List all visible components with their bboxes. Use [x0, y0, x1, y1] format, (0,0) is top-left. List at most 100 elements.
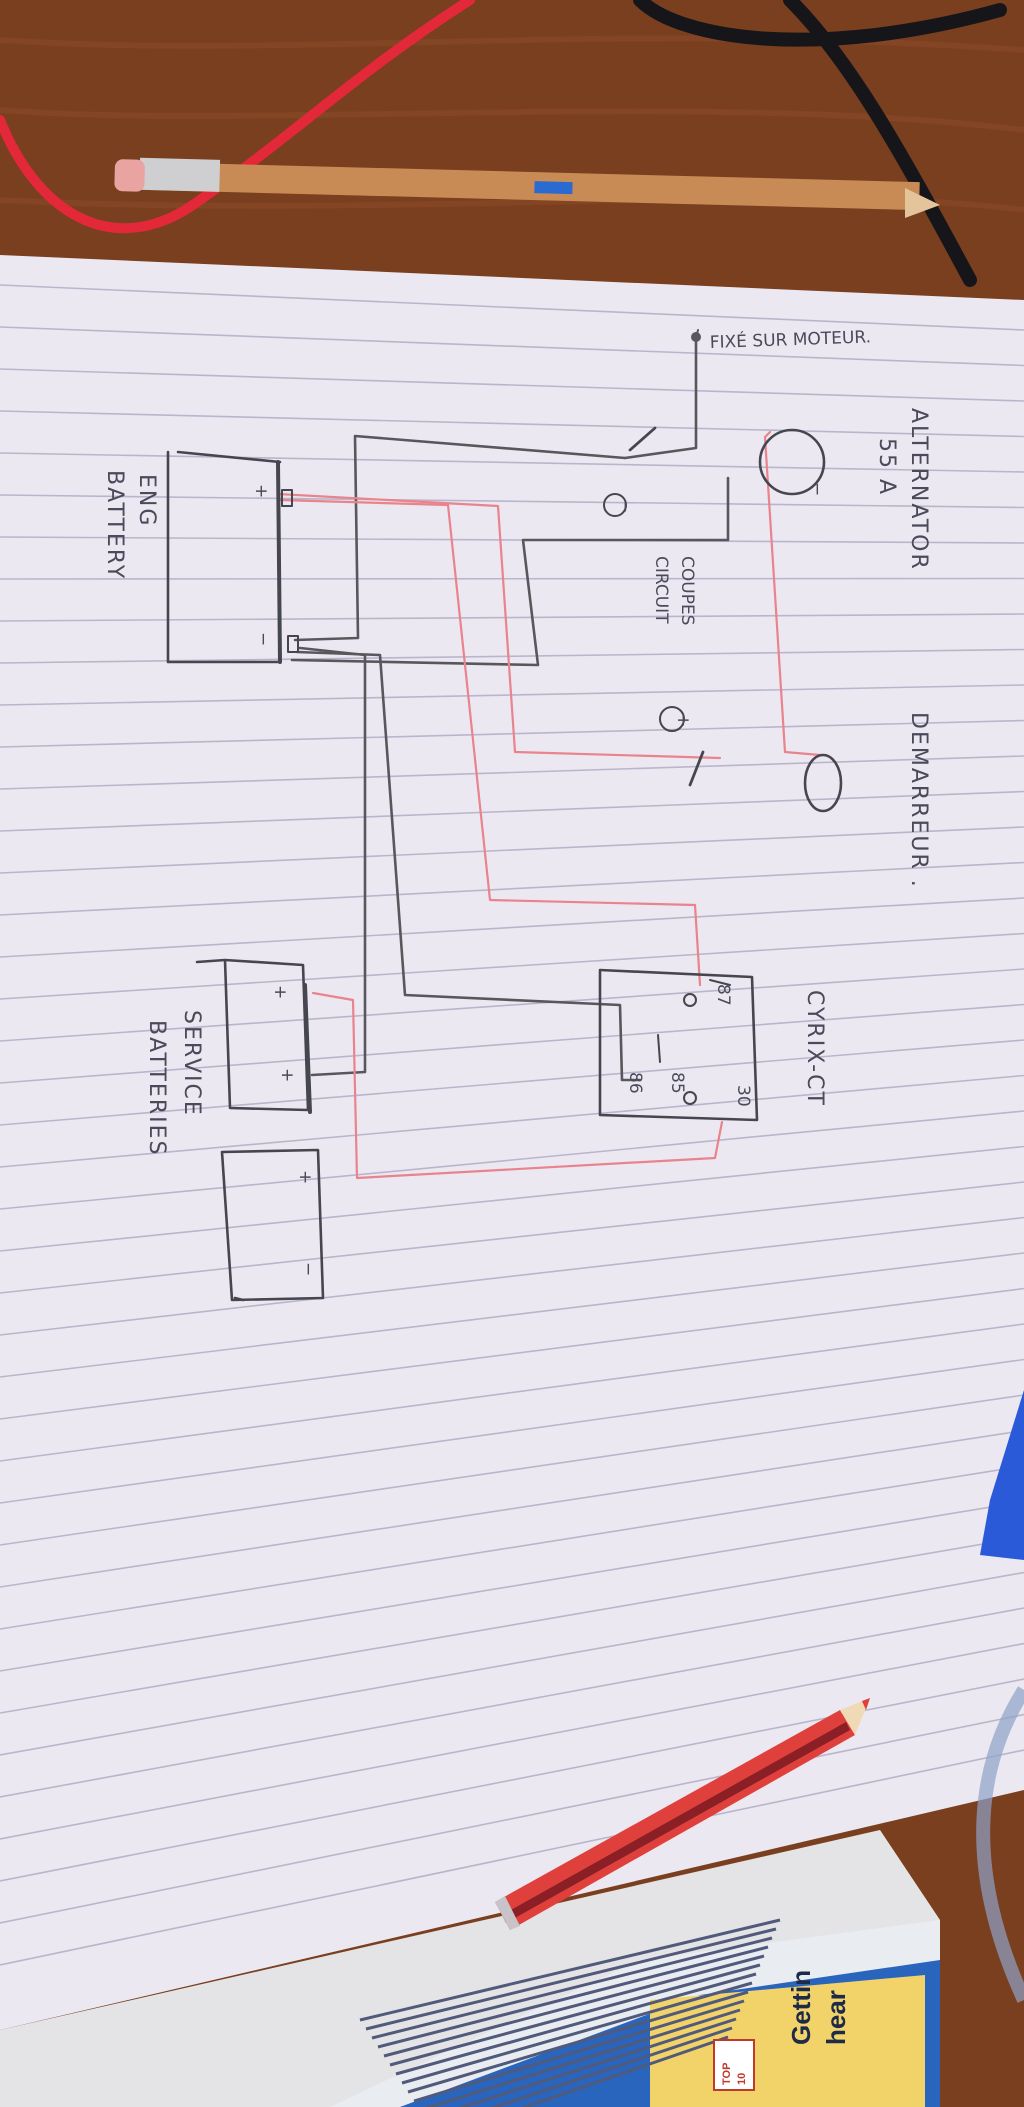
- cutoff-switch-negative: [628, 426, 657, 452]
- ruled-line: [0, 1358, 1024, 1504]
- ruled-line: [0, 1003, 1024, 1084]
- wire-eng-minus-to-service-minus: [298, 646, 367, 1077]
- ruled-line: [0, 968, 1024, 1042]
- book-page-edge: [413, 1999, 745, 2103]
- label-cutoff-line-2: CIRCUIT: [651, 556, 671, 624]
- ruled-line: [0, 932, 1024, 1000]
- label-service-2-plus: +: [295, 1170, 315, 1184]
- label-eng-battery-line-2: BATTERY: [102, 470, 127, 580]
- label-service-batteries-line-1: SERVICE: [179, 1010, 204, 1117]
- book-page-edge: [424, 2008, 741, 2107]
- ruled-lines: [0, 284, 1024, 1966]
- ruled-line: [0, 1039, 1024, 1126]
- book-page-edge: [407, 1990, 749, 2094]
- cutoff-switch-positive: [688, 750, 705, 787]
- label-alternator-minus: −: [807, 482, 827, 496]
- ruled-line: [0, 1181, 1024, 1294]
- book-page-edge: [458, 2017, 737, 2107]
- engine-ground-leader: [695, 329, 699, 339]
- wire-eng-plus-to-starter-switch: [276, 492, 722, 760]
- label-eng-battery-line-1: ENG: [134, 474, 159, 527]
- negative-wires: [290, 336, 730, 1082]
- wire-eng-plus-to-relay-87: [278, 498, 702, 987]
- wire-eng-minus-to-relay-85: [295, 650, 642, 1082]
- label-starter: DEMARREUR .: [906, 712, 931, 889]
- book-page-edge: [371, 1936, 773, 2040]
- ruled-line: [0, 1394, 1024, 1546]
- book-title-line-2: hear: [821, 1990, 851, 2045]
- wire-relay-30-to-service-plus: [311, 991, 724, 1180]
- positive-wires: [276, 430, 822, 1180]
- book-badge-number: 10: [736, 2073, 748, 2085]
- ruled-line: [0, 1323, 1024, 1462]
- book-page-edge: [490, 2026, 733, 2107]
- ruled-line: [0, 826, 1024, 874]
- book-page-edge: [520, 2035, 729, 2107]
- label-eng-battery-minus: −: [253, 632, 273, 646]
- ruled-line: [0, 1465, 1024, 1630]
- ruled-line: [0, 1642, 1024, 1840]
- ruled-line: [0, 536, 1024, 544]
- ruled-line: [0, 1749, 1024, 1966]
- black-cable: [633, 0, 1007, 287]
- ruled-line: [0, 1110, 1024, 1210]
- ruled-line: [0, 719, 1024, 748]
- service-battery-1: [195, 958, 312, 1114]
- book-badge: [713, 2039, 755, 2091]
- label-relay-pin-87: 87: [713, 984, 733, 1006]
- wire-engine-ground-to-switch: [623, 336, 698, 460]
- cyrix-relay: [598, 968, 759, 1122]
- wiring-diagram: [166, 329, 843, 1302]
- book-page-edge: [389, 1963, 761, 2067]
- ruled-line: [0, 1074, 1024, 1168]
- blue-clip: [980, 1390, 1024, 1560]
- ruled-line: [0, 326, 1024, 367]
- ruled-line: [0, 1145, 1024, 1252]
- ruled-line: [0, 613, 1024, 622]
- label-service-1-minus: +: [277, 1068, 297, 1082]
- book: Gettin hear TOP 10: [0, 1830, 940, 2107]
- ruled-line: [0, 1500, 1024, 1672]
- label-relay-pin-85: 85: [667, 1072, 687, 1094]
- engine-battery: [166, 450, 299, 664]
- label-relay-pin-30: 30: [733, 1085, 753, 1107]
- cutoff-positive-marker: [659, 706, 685, 732]
- alternator-symbol: [758, 428, 826, 496]
- book-badge-top: TOP: [721, 2063, 733, 2085]
- wire-alternator-plus-to-starter: [763, 430, 822, 757]
- wire-alternator-minus-loop: [290, 476, 730, 667]
- ruled-line: [0, 755, 1024, 790]
- label-cutoff-line-1: COUPES: [677, 556, 697, 625]
- ruled-line: [0, 1287, 1024, 1420]
- service-battery-2: [220, 1148, 325, 1302]
- label-alternator-rating: 55 A: [874, 438, 899, 496]
- book-page-edge: [395, 1972, 757, 2076]
- red-pencil: [495, 1698, 870, 1930]
- ruled-line: [0, 1607, 1024, 1798]
- book-page-edge: [377, 1945, 769, 2049]
- book-page-edge: [359, 1918, 781, 2022]
- ruled-line: [0, 494, 1024, 509]
- plastic-box: [976, 1686, 1024, 2003]
- ruled-line: [0, 1536, 1024, 1714]
- label-alternator: ALTERNATOR: [906, 408, 931, 571]
- label-relay-pin-86: 86: [625, 1072, 645, 1094]
- diagram-labels: FIXÉ SUR MOTEUR. ALTERNATOR 55 A − COUPE…: [102, 325, 931, 1276]
- label-service-batteries-line-2: BATTERIES: [144, 1020, 169, 1156]
- ruled-line: [0, 1216, 1024, 1336]
- label-cutoff-minus: −: [615, 499, 635, 513]
- red-cable: [0, 0, 475, 234]
- pencil: [114, 157, 940, 218]
- ruled-line: [0, 897, 1024, 958]
- ruled-line: [0, 284, 1024, 331]
- ruled-line: [0, 1252, 1024, 1378]
- book-page-edge: [383, 1954, 765, 2058]
- ruled-line: [0, 368, 1024, 402]
- starter-symbol: [803, 753, 843, 813]
- book-page-edge: [401, 1981, 753, 2085]
- ruled-line: [0, 1713, 1024, 1924]
- ruled-line: [0, 1429, 1024, 1588]
- label-service-2-minus: −: [298, 1262, 318, 1276]
- book-page-edge: [365, 1927, 777, 2031]
